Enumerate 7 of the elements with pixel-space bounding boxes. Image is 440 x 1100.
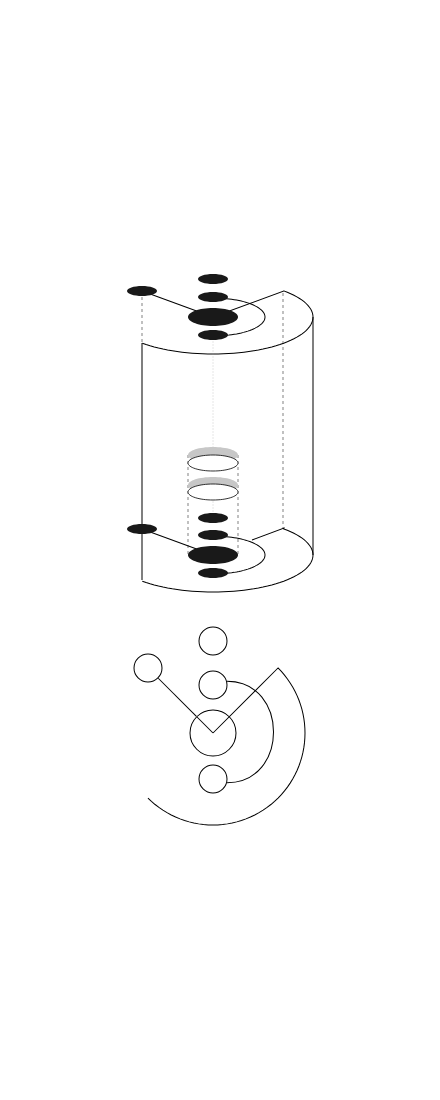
circle (198, 626, 228, 656)
circle (189, 709, 237, 757)
circle (133, 653, 163, 683)
circle (198, 670, 228, 700)
circle (198, 764, 228, 794)
curved-connector (226, 680, 274, 784)
connector-line (157, 677, 197, 717)
